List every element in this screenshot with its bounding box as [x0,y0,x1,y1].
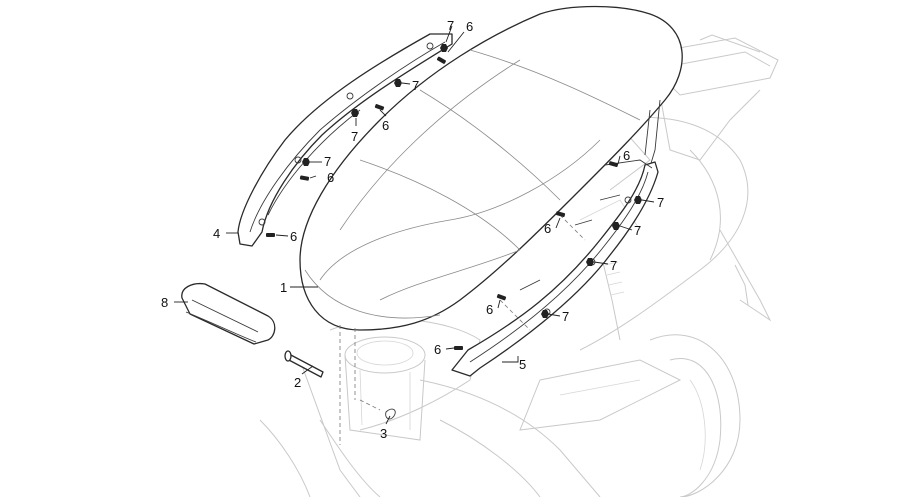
pad-part-8 [181,282,276,345]
callout-7-e: 7 [657,195,664,210]
scooter-frame-ghost [259,34,779,497]
fasteners [266,44,642,350]
callout-2: 2 [294,375,301,390]
callout-6-e: 6 [623,148,630,163]
leader-lines [174,25,655,425]
pin-part-2 [284,350,324,378]
callout-7-d: 7 [324,154,331,169]
callout-7-b: 7 [412,78,419,93]
callout-labels: 1 2 3 4 5 8 6 6 6 6 6 6 6 6 7 7 7 7 7 7 … [161,18,664,441]
callout-8: 8 [161,295,168,310]
callout-7-g: 7 [610,258,617,273]
callout-7-c: 7 [351,129,358,144]
callout-7-f: 7 [634,223,641,238]
callout-6-f: 6 [544,221,551,236]
callout-6-a: 6 [466,19,473,34]
callout-1: 1 [280,280,287,295]
callout-6-h: 6 [434,342,441,357]
callout-6-d: 6 [290,229,297,244]
callout-6-g: 6 [486,302,493,317]
callout-7-h: 7 [562,309,569,324]
callout-6-c: 6 [327,170,334,185]
seat-part [299,5,683,331]
callout-4: 4 [213,226,220,241]
assembly-dashed-lines [339,214,586,445]
callout-7-a: 7 [447,18,454,33]
callout-3: 3 [380,426,387,441]
callout-6-b: 6 [382,118,389,133]
clip-part-3 [385,408,396,420]
callout-5: 5 [519,357,526,372]
